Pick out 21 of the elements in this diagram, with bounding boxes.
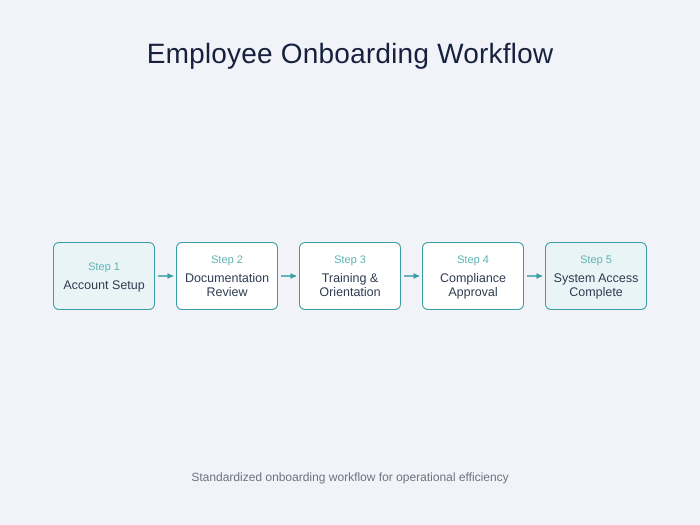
step-box	[176, 242, 278, 310]
step-title: Compliance Approval	[438, 271, 507, 299]
title: Employee Onboarding Workflow	[146, 37, 554, 71]
step-label: Step 3	[334, 253, 366, 267]
step-title: Training & Orientation	[318, 271, 382, 299]
arrow	[527, 273, 542, 279]
step-box	[545, 242, 647, 310]
step-label: Step 1	[88, 260, 120, 274]
arrow	[281, 273, 296, 279]
step-box	[422, 242, 524, 310]
step-label: Step 5	[580, 253, 612, 267]
step-box	[299, 242, 401, 310]
step-title: Account Setup	[62, 278, 146, 292]
caption: Standardized onboarding workflow for operational efficiency	[191, 469, 509, 485]
step-label: Step 4	[457, 253, 489, 267]
step-label: Step 2	[211, 253, 243, 267]
arrow	[158, 273, 174, 279]
arrow	[404, 273, 420, 279]
step-title: System Access Complete	[552, 271, 640, 299]
step-box	[53, 242, 155, 310]
step-title: Documentation Review	[184, 271, 270, 299]
